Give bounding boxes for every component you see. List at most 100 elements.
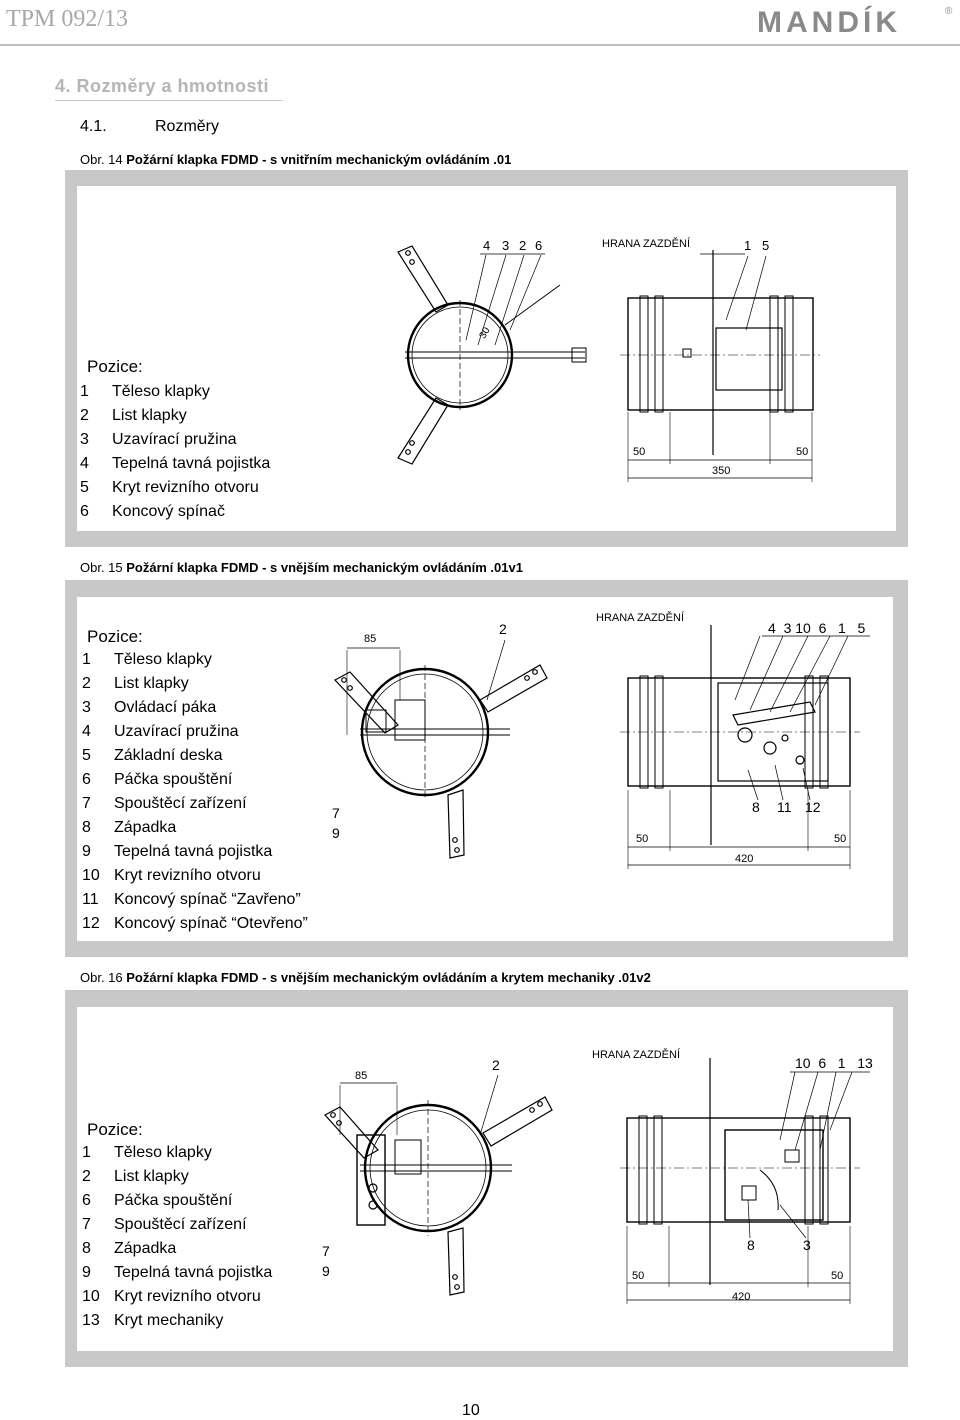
svg-text:2: 2 xyxy=(499,621,507,637)
figure-16-legend-title: Pozice: xyxy=(87,1120,143,1139)
figure-15-caption-text: Požární klapka FDMD - s vnějším mechanic… xyxy=(126,560,523,575)
svg-text:85: 85 xyxy=(355,1070,367,1082)
figure-16-caption: Obr. 16 Požární klapka FDMD - s vnějším … xyxy=(80,970,651,985)
svg-text:5: 5 xyxy=(762,238,769,253)
svg-text:50: 50 xyxy=(834,833,846,845)
fig15-mount-strip xyxy=(334,671,399,734)
header-divider xyxy=(0,44,960,46)
fig15-mount-strip xyxy=(479,664,548,713)
svg-text:50: 50 xyxy=(633,446,645,458)
figure-16-caption-text: Požární klapka FDMD - s vnějším mechanic… xyxy=(126,970,651,985)
svg-text:4: 4 xyxy=(483,238,490,253)
fig16-mechanism-cover xyxy=(356,1134,386,1226)
svg-text:50: 50 xyxy=(831,1270,843,1282)
svg-text:9: 9 xyxy=(322,1263,330,1279)
figure-15-number: Obr. 15 xyxy=(80,560,123,575)
fig14-mount-strip xyxy=(397,245,449,313)
fig15-mount-strip xyxy=(447,789,465,859)
svg-text:350: 350 xyxy=(712,465,730,477)
fig14-hrana-label: HRANA ZAZDĚNÍ xyxy=(602,237,691,250)
figure-15-caption: Obr. 15 Požární klapka FDMD - s vnějším … xyxy=(80,560,523,575)
document-code: TPM 092/13 xyxy=(6,6,129,32)
figure-14-number: Obr. 14 xyxy=(80,152,123,167)
svg-text:3: 3 xyxy=(803,1237,811,1253)
figure-14-caption: Obr. 14 Požární klapka FDMD - s vnitřním… xyxy=(80,152,511,167)
fig16-damper-body xyxy=(626,1117,851,1223)
fig16-mount-strip xyxy=(482,1096,553,1147)
svg-text:30: 30 xyxy=(478,325,493,341)
section-title-underline xyxy=(55,100,283,101)
svg-text:3: 3 xyxy=(502,238,509,253)
svg-text:6: 6 xyxy=(535,238,542,253)
svg-text:2: 2 xyxy=(492,1057,500,1073)
svg-text:12: 12 xyxy=(805,799,821,815)
svg-text:8: 8 xyxy=(747,1237,755,1253)
svg-text:50: 50 xyxy=(636,833,648,845)
subsection-number: 4.1. xyxy=(80,118,107,135)
svg-text:420: 420 xyxy=(735,853,753,865)
figure-15-frame xyxy=(65,580,908,957)
svg-text:50: 50 xyxy=(632,1270,644,1282)
figure-15-legend-title: Pozice: xyxy=(87,627,143,646)
mandik-logo: MANDÍK ® xyxy=(757,5,953,38)
fig16-mount-strip xyxy=(324,1106,379,1159)
svg-text:11: 11 xyxy=(777,799,792,815)
fig14-damper-body xyxy=(627,297,814,411)
fig16-mount-strip xyxy=(447,1227,465,1296)
fig15-hrana-label: HRANA ZAZDĚNÍ xyxy=(596,611,685,624)
figure-14-frame xyxy=(65,170,908,547)
svg-text:7: 7 xyxy=(332,805,340,821)
fig14-inspection-cover xyxy=(715,327,783,391)
svg-text:50: 50 xyxy=(796,446,808,458)
svg-text:8: 8 xyxy=(752,799,760,815)
svg-text:85: 85 xyxy=(364,633,376,645)
figure-16-number: Obr. 16 xyxy=(80,970,123,985)
svg-text:2: 2 xyxy=(519,238,526,253)
svg-text:420: 420 xyxy=(732,1291,750,1303)
subsection-title: Rozměry xyxy=(155,118,220,135)
svg-text:7: 7 xyxy=(322,1243,330,1259)
fig14-mount-strip xyxy=(397,397,449,465)
figure-15-panel xyxy=(77,597,893,941)
fig16-cover-box xyxy=(724,1129,824,1221)
section-title: 4. Rozměry a hmotnosti xyxy=(55,76,270,96)
fig16-hrana-label: HRANA ZAZDĚNÍ xyxy=(592,1048,681,1061)
svg-text:1: 1 xyxy=(744,238,751,253)
svg-text:9: 9 xyxy=(332,825,340,841)
logo-text: MANDÍK xyxy=(757,5,901,38)
figure-14-caption-text: Požární klapka FDMD - s vnitřním mechani… xyxy=(126,152,512,167)
svg-text:4 3 10 6 1 5: 4 3 10 6 1 5 xyxy=(768,620,866,636)
